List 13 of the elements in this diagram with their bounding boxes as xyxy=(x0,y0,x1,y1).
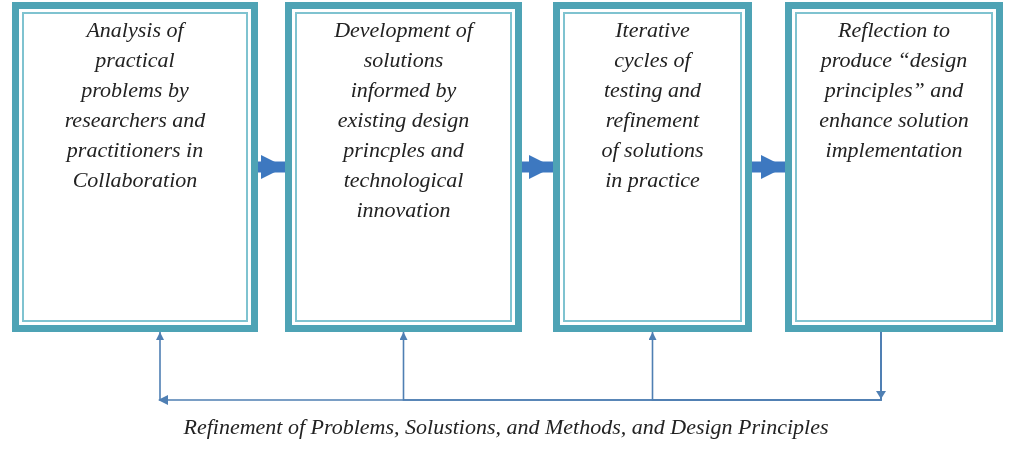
block-arrow xyxy=(258,154,285,180)
process-box xyxy=(285,2,522,332)
box-text: Development of solutions informed by existing design princples and technological innovation xyxy=(292,9,515,225)
process-box xyxy=(12,2,258,332)
box-text: Iterative cycles of testing and refinement of solutions in practice xyxy=(600,16,705,194)
process-box xyxy=(785,2,1003,332)
block-arrow xyxy=(522,154,553,180)
box-text: Reflection to produce “design principles” and enhance solution implementation xyxy=(818,16,970,164)
feedback-arrow xyxy=(648,331,882,401)
box-text: Analysis of practical problems by researchers and practitioners in Collaboration xyxy=(63,16,207,194)
process-box xyxy=(553,2,752,332)
block-arrow xyxy=(752,154,785,180)
caption: Refinement of Problems, Solustions, and Methods, and Design Principles xyxy=(182,414,830,440)
